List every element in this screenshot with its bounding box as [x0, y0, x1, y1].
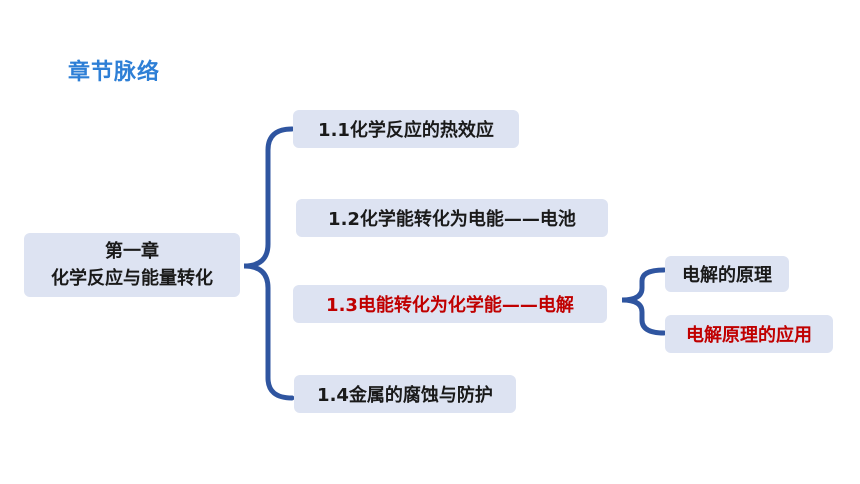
subsection-node-principle: 电解的原理: [665, 256, 789, 292]
section-node-1-4: 1.4金属的腐蚀与防护: [294, 375, 516, 413]
section-node-1-2: 1.2化学能转化为电能——电池: [296, 199, 608, 237]
section-node-1-1: 1.1化学反应的热效应: [293, 110, 519, 148]
root-node: 第一章 化学反应与能量转化: [24, 233, 240, 297]
page-title: 章节脉络: [68, 60, 161, 85]
root-chapter-label: 第一章: [105, 241, 159, 262]
section-node-1-3: 1.3电能转化为化学能——电解: [293, 285, 607, 323]
main-brace: [243, 126, 295, 401]
sub-brace: [621, 267, 667, 336]
subsection-node-application: 电解原理的应用: [665, 315, 833, 353]
root-chapter-title: 化学反应与能量转化: [51, 268, 213, 289]
